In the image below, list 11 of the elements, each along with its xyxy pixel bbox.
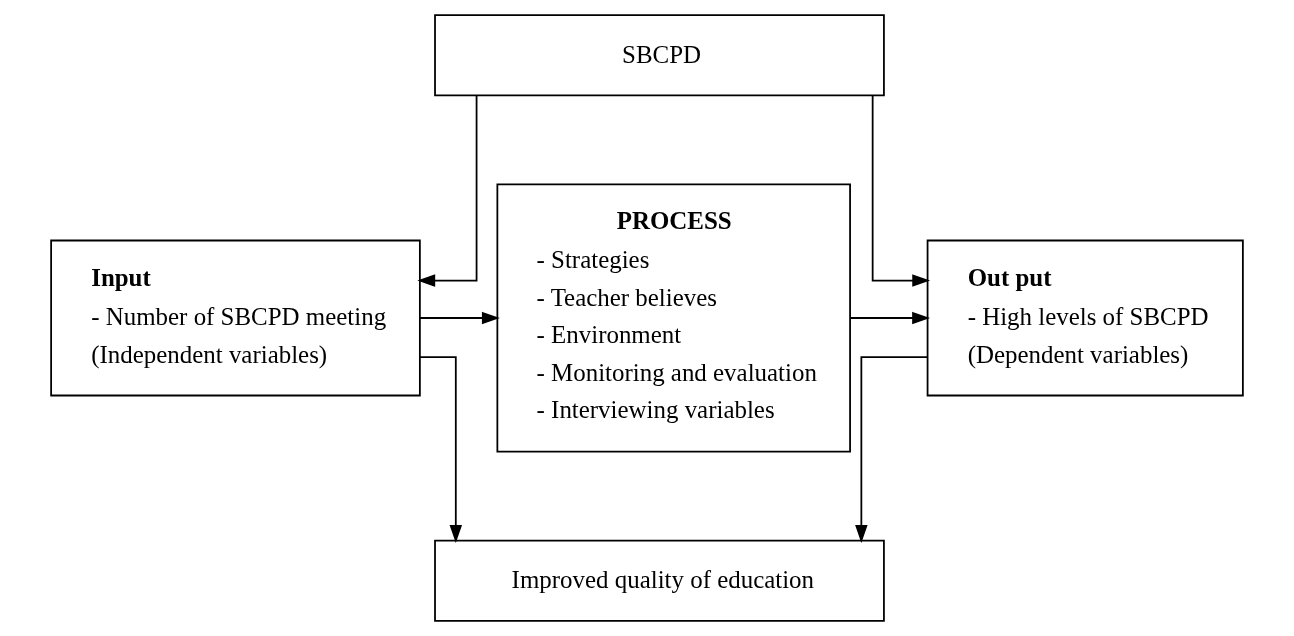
arrow [417, 94, 478, 287]
node-box: Out put - High levels of SBCPD (Dependent variables) [926, 239, 1244, 397]
arrow [419, 311, 500, 325]
node-box: SBCPD [434, 14, 885, 97]
node-box: PROCESS - Strategies - Teacher believes - Environment - Monitoring and evaluation - Interviewing variables [496, 183, 851, 453]
node-box: Improved quality of education [434, 539, 885, 622]
node-box: Input - Number of SBCPD meeting (Independent variables) [50, 239, 421, 397]
arrow [849, 311, 930, 325]
arrow [871, 94, 931, 287]
arrow [855, 356, 929, 543]
arrow [419, 356, 463, 543]
